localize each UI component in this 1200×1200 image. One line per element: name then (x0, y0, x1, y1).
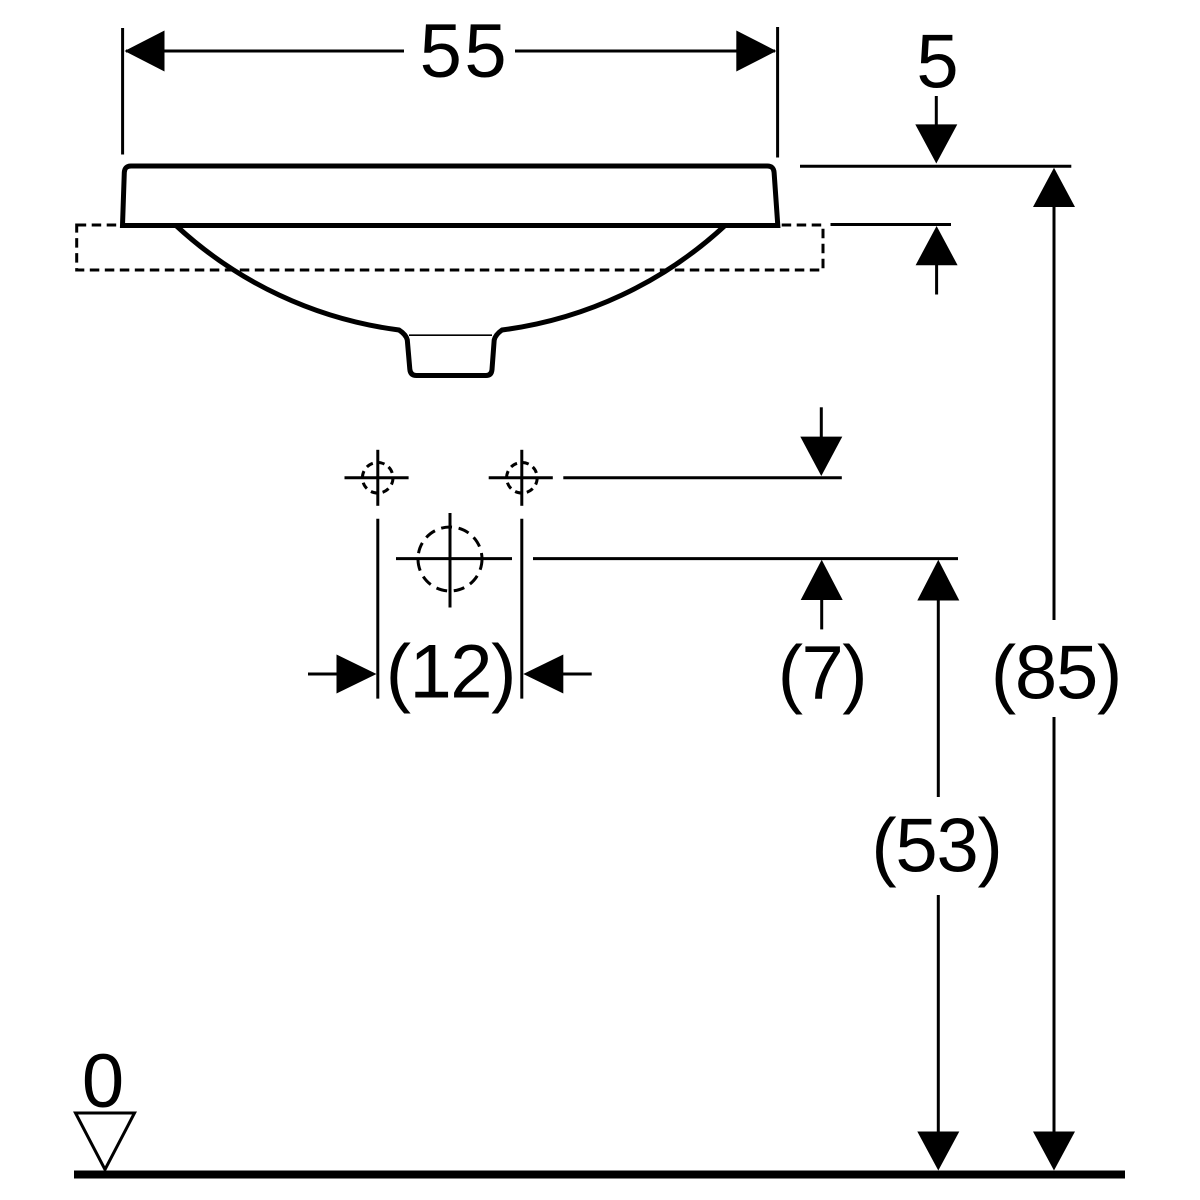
svg-text:(53): (53) (871, 804, 1001, 889)
svg-text:55: 55 (420, 9, 510, 94)
svg-text:(12): (12) (386, 630, 515, 715)
svg-text:0: 0 (82, 1039, 124, 1124)
svg-text:(7): (7) (778, 631, 866, 716)
svg-text:5: 5 (916, 20, 958, 105)
svg-text:(85): (85) (991, 631, 1121, 716)
